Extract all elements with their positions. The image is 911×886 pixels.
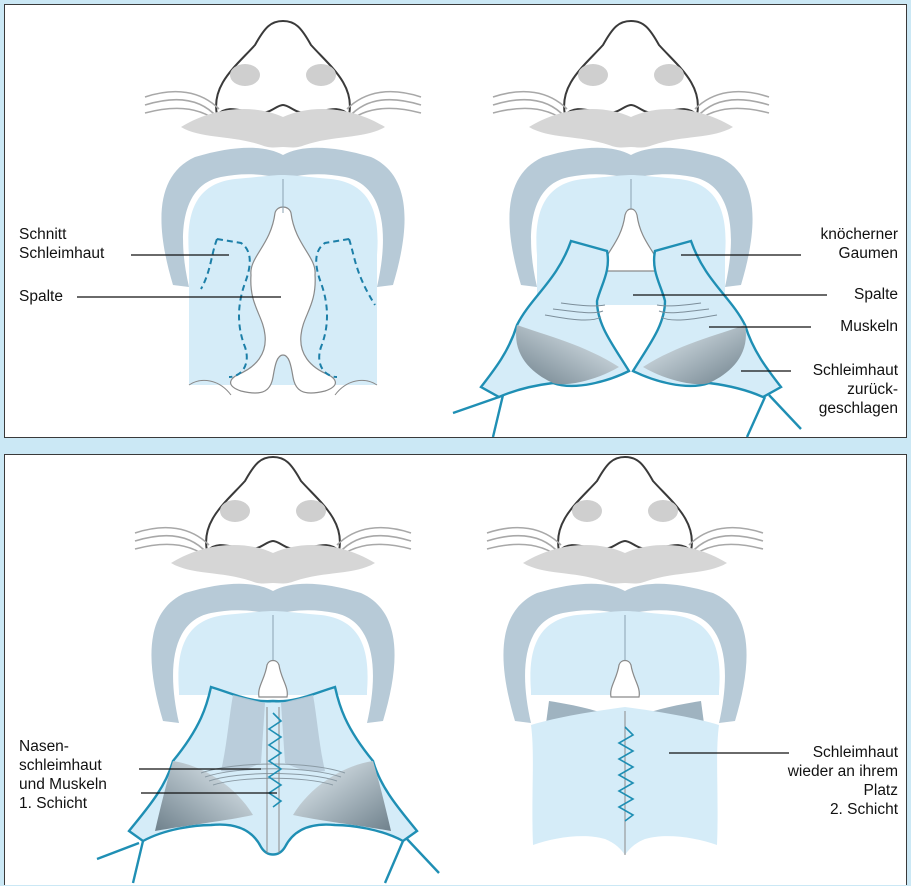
bottom-panel: Nasen- schleimhaut und Muskeln 1. Schich…	[4, 454, 907, 885]
label-bone: knöcherner Gaumen	[820, 225, 898, 263]
diagram-flaps	[453, 21, 827, 437]
nose-icon	[135, 457, 411, 559]
nose-icon	[493, 21, 769, 123]
label-layer2: Schleimhaut wieder an ihrem Platz 2. Sch…	[788, 743, 898, 819]
label-cleft-2: Spalte	[854, 285, 898, 304]
nose-icon	[487, 457, 763, 559]
upper-lip	[181, 109, 385, 148]
label-cleft: Spalte	[19, 287, 63, 306]
upper-lip	[523, 545, 727, 584]
nose-icon	[145, 21, 421, 123]
diagram-layer2	[487, 457, 789, 855]
hook-icon	[97, 841, 143, 883]
label-mucosa-folded: Schleimhaut zurück- geschlagen	[813, 361, 898, 418]
hook-icon	[385, 839, 439, 883]
diagram-layer1	[97, 457, 439, 883]
top-illustrations	[5, 5, 908, 439]
hook-icon	[747, 395, 801, 437]
label-cut: Schnitt Schleimhaut	[19, 225, 104, 263]
label-muscles: Muskeln	[840, 317, 898, 336]
upper-lip	[529, 109, 733, 148]
bottom-illustrations	[5, 455, 908, 886]
diagram-incision	[77, 21, 421, 395]
top-panel: Schnitt Schleimhaut Spalte knöcherner Ga…	[4, 4, 907, 438]
upper-lip	[171, 545, 375, 584]
hook-icon	[453, 395, 503, 437]
label-layer1: Nasen- schleimhaut und Muskeln 1. Schich…	[19, 737, 107, 813]
